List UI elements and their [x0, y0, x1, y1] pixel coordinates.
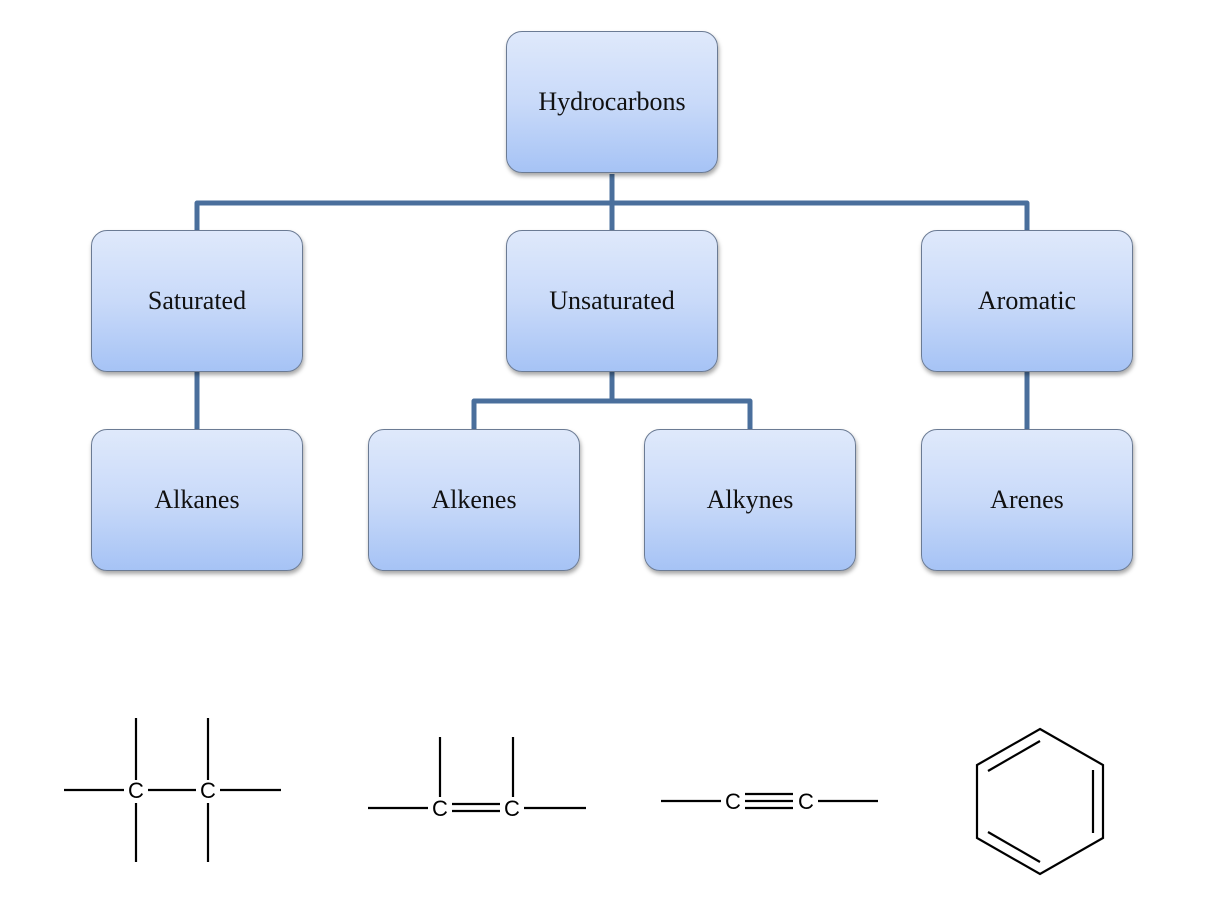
alkyne-structure [661, 792, 878, 810]
carbon-atom: C [504, 796, 520, 821]
node-label: Alkynes [706, 485, 794, 514]
alkane-structure [64, 718, 281, 862]
carbon-atom: C [200, 778, 216, 803]
node-label: Arenes [990, 485, 1064, 514]
carbon-atom: C [128, 778, 144, 803]
node-label: Aromatic [977, 286, 1077, 315]
node-alkenes: Alkenes [368, 429, 580, 571]
node-alkynes: Alkynes [644, 429, 856, 571]
node-alkanes: Alkanes [91, 429, 303, 571]
node-label: Alkanes [154, 485, 240, 514]
node-arenes: Arenes [921, 429, 1133, 571]
connector-unsaturated-to-children [471, 372, 753, 429]
carbon-atom: C [725, 789, 741, 814]
node-label: Hydrocarbons [538, 87, 686, 116]
node-unsaturated: Unsaturated [506, 230, 718, 372]
benzene-ring-structure [975, 727, 1105, 876]
connector-root-to-level1 [194, 174, 1030, 230]
node-aromatic: Aromatic [921, 230, 1133, 372]
alkene-structure [368, 737, 586, 813]
node-label: Unsaturated [549, 286, 675, 315]
node-label: Saturated [147, 286, 247, 315]
node-hydrocarbons: Hydrocarbons [506, 31, 718, 173]
node-saturated: Saturated [91, 230, 303, 372]
carbon-atom: C [432, 796, 448, 821]
carbon-atom: C [798, 789, 814, 814]
node-label: Alkenes [431, 485, 517, 514]
